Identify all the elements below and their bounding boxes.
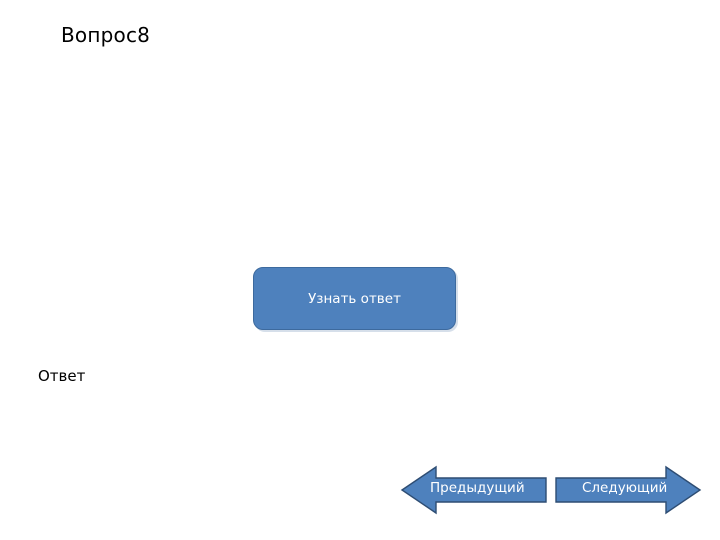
- reveal-answer-button[interactable]: Узнать ответ: [253, 267, 456, 330]
- arrow-right-icon: [555, 465, 702, 515]
- arrow-left-icon: [400, 465, 547, 515]
- next-arrow-button[interactable]: Следующий: [554, 464, 702, 516]
- page-title: Вопрос8: [61, 23, 151, 47]
- reveal-answer-button-label: Узнать ответ: [308, 290, 401, 307]
- previous-arrow-button[interactable]: Предыдущий: [400, 464, 548, 516]
- answer-label: Ответ: [38, 367, 86, 385]
